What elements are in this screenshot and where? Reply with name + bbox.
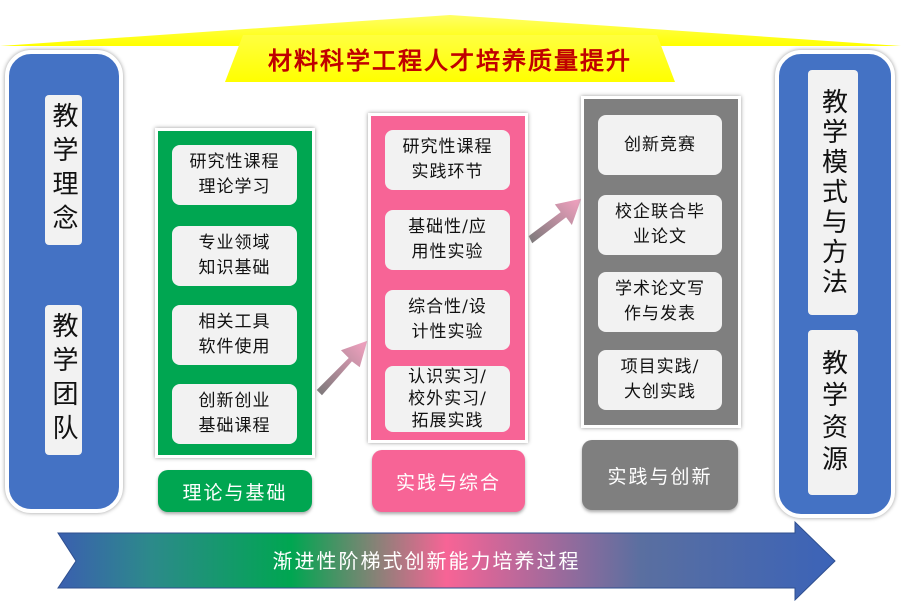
teaching-philosophy: 教学理念: [45, 95, 82, 245]
theory-item-2: 专业领域 知识基础: [172, 226, 297, 286]
theory-item-4: 创新创业 基础课程: [172, 384, 297, 444]
innovation-label: 实践与创新: [582, 440, 738, 510]
theory-label: 理论与基础: [158, 470, 312, 512]
theory-item-1: 研究性课程 理论学习: [172, 145, 297, 205]
step-arrow-1: [315, 339, 369, 397]
practice-item-4: 认识实习/ 校外实习/ 拓展实践: [385, 366, 510, 432]
practice-item-1: 研究性课程 实践环节: [385, 130, 510, 190]
title-text: 材料科学工程人才培养质量提升: [268, 46, 632, 75]
innovation-item-3: 学术论文写 作与发表: [598, 272, 722, 332]
practice-item-2: 基础性/应 用性实验: [385, 210, 510, 270]
step-arrow-2: [527, 197, 583, 245]
roof-triangle: [0, 15, 901, 46]
practice-item-3: 综合性/设 计性实验: [385, 290, 510, 350]
process-arrow-label: 渐进性阶梯式创新能力培养过程: [272, 549, 581, 573]
theory-item-3: 相关工具 软件使用: [172, 305, 297, 365]
innovation-item-2: 校企联合毕 业论文: [598, 195, 722, 255]
practice-label: 实践与综合: [372, 450, 525, 512]
teaching-team: 教学团队: [45, 305, 82, 455]
process-arrow-shape: [57, 520, 836, 602]
innovation-item-4: 项目实践/ 大创实践: [598, 350, 722, 410]
innovation-item-1: 创新竞赛: [598, 115, 722, 175]
teaching-resources: 教学资源: [808, 330, 858, 495]
title-banner: 材料科学工程人才培养质量提升: [225, 35, 675, 82]
teaching-mode-method: 教学模式与方法: [808, 70, 858, 315]
